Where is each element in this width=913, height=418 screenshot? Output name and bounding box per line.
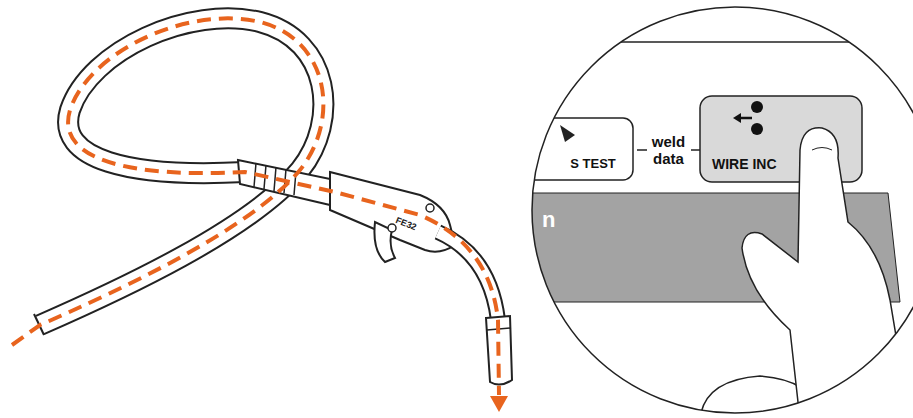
edge-label: weld data xyxy=(647,133,691,167)
panel-button: WIRE INC xyxy=(700,96,874,182)
panel-area: n xyxy=(536,193,642,253)
wire-path xyxy=(12,18,499,395)
panel-line xyxy=(520,41,913,43)
ferrule-rings xyxy=(254,163,296,195)
torch-trigger xyxy=(374,222,395,262)
button-label: S TEST xyxy=(549,156,637,171)
wire-arrowhead xyxy=(490,396,508,412)
panel-button: S TEST xyxy=(545,118,637,180)
torch-neck xyxy=(438,232,498,320)
button-label: n xyxy=(542,207,642,233)
torch-neck-inner xyxy=(438,232,498,320)
button-label: WIRE INC xyxy=(712,156,874,172)
wire-inch-icon xyxy=(733,101,763,135)
